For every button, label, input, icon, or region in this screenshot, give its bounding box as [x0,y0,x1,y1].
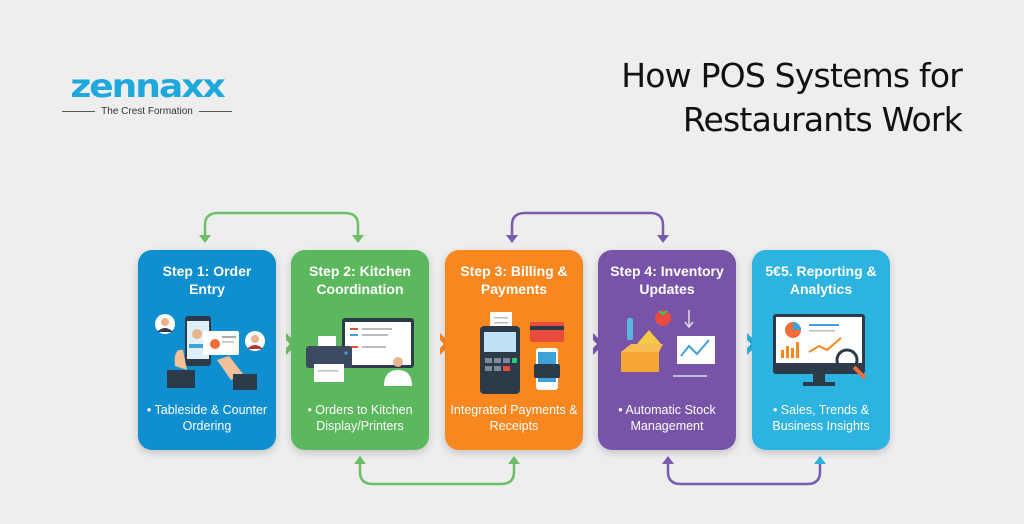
arrowhead-icon [352,235,364,243]
arrowhead-icon [506,235,518,243]
step-heading: Step 4: Inventory Updates [610,263,724,297]
arrowhead-icon [508,456,520,464]
step-description: • Sales, Trends & Business Insights [772,403,870,433]
bottom-connector-2-3 [358,462,516,486]
step-card-kitchen-coordination: Step 2: Kitchen Coordination • Orders to… [291,250,429,450]
inventory-stock-icon [621,310,715,377]
pos-terminal-payment-icon [480,312,564,394]
kitchen-display-printer-icon [306,318,414,386]
title-line-1: How POS Systems for [621,56,963,95]
step-description: Integrated Payments & Receipts [450,403,578,433]
step-card-order-entry: Step 1: Order Entry • Tableside & Counte… [138,250,276,450]
divider [62,111,96,112]
bottom-connector-4-5 [666,462,822,486]
brand-logo: zennaxx The Crest Formation [62,68,233,117]
step-description: • Automatic Stock Management [618,403,716,433]
arrowhead-icon [662,456,674,464]
arrowhead-icon [657,235,669,243]
step-card-inventory-updates: Step 4: Inventory Updates • Automatic St… [598,250,736,450]
arrowhead-icon [814,456,826,464]
step-card-billing-payments: Step 3: Billing & Payments Integrated Pa… [445,250,583,450]
step-description: • Orders to Kitchen Display/Printers [307,403,413,433]
logo-tagline-row: The Crest Formation [62,106,233,117]
step-heading: Step 2: Kitchen Coordination [309,263,411,297]
phone-order-icon [155,314,265,390]
top-connector-3-4 [510,211,665,237]
divider [198,111,233,112]
step-card-reporting-analytics: 5€5. Reporting & Analytics • Sales, Tren… [752,250,890,450]
page-title: How POS Systems for Restaurants Work [621,54,963,142]
title-line-2: Restaurants Work [682,100,963,139]
analytics-monitor-icon [773,314,867,386]
arrowhead-icon [354,456,366,464]
step-description: • Tableside & Counter Ordering [146,403,268,433]
logo-tagline: The Crest Formation [101,106,193,117]
step-heading: Step 3: Billing & Payments [460,263,568,297]
top-connector-1-2 [203,211,360,237]
step-heading: 5€5. Reporting & Analytics [765,263,877,297]
logo-wordmark: zennaxx [70,68,225,105]
step-heading: Step 1: Order Entry [162,263,252,297]
arrowhead-icon [199,235,211,243]
